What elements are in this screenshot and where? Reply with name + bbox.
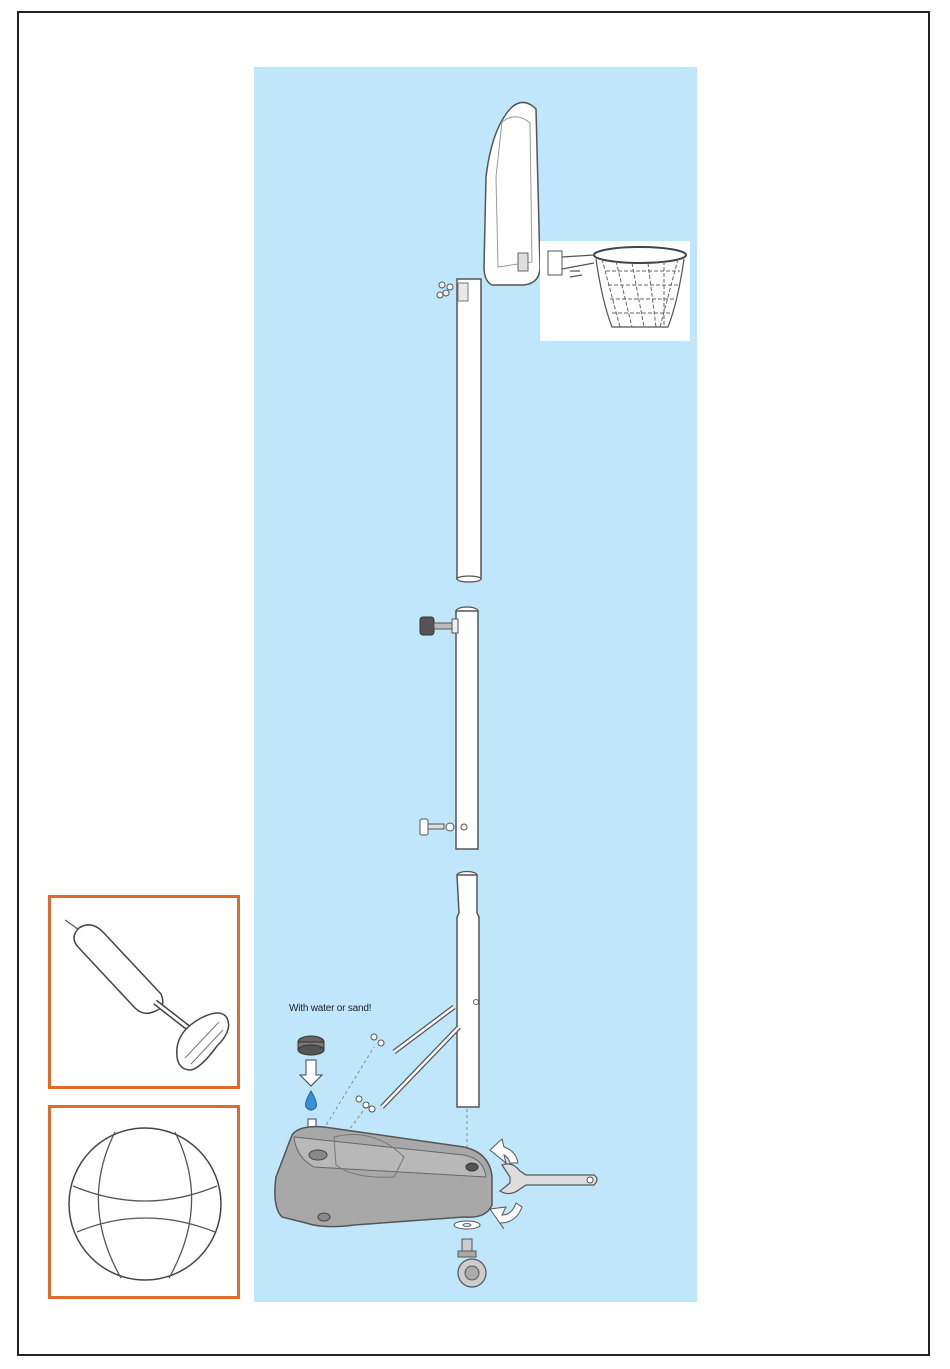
adjustment-knob — [420, 617, 458, 635]
water-drop-icon — [306, 1091, 317, 1110]
middle-pole — [420, 607, 478, 849]
basketball-icon — [51, 1108, 237, 1296]
pump-icon — [51, 898, 237, 1086]
backboard — [484, 102, 540, 285]
rim-inset — [540, 241, 690, 341]
fill-cap — [298, 1036, 324, 1055]
lower-pole — [457, 872, 479, 1108]
fill-note: With water or sand! — [289, 1003, 371, 1014]
basketball-box — [48, 1105, 240, 1299]
upper-pole — [437, 279, 481, 582]
down-arrow-icon — [300, 1060, 322, 1086]
wrench-icon — [500, 1164, 597, 1194]
pump-box — [48, 895, 240, 1089]
base — [275, 1127, 492, 1227]
rim-with-net — [540, 241, 690, 341]
wheel — [454, 1221, 486, 1287]
